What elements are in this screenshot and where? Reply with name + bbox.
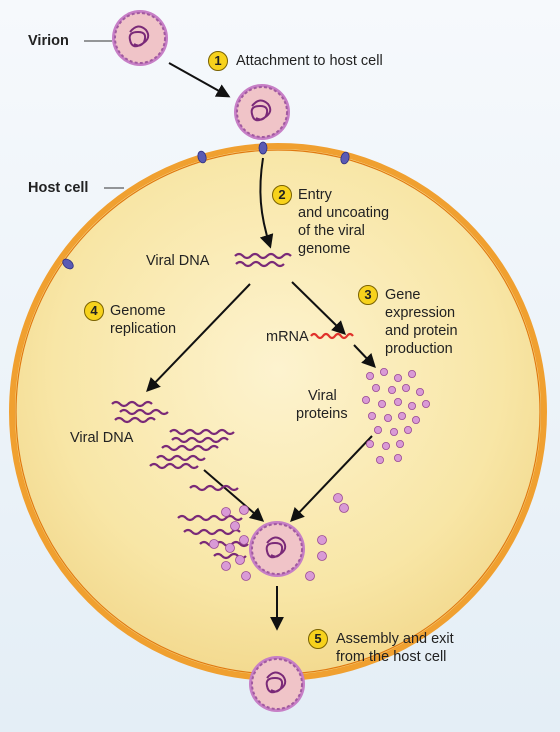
step-2-text-line-3: of the viral (298, 223, 365, 239)
viral-proteins-label-line-2: proteins (296, 406, 348, 422)
step-4-badge: 4 (84, 301, 104, 321)
assembly-proteins (209, 493, 349, 581)
viral-proteins-label-line-1: Viral (308, 388, 337, 404)
virion-label: Virion (28, 33, 69, 49)
receptor (340, 151, 350, 165)
arrow-dna-to-assembly (203, 469, 265, 522)
viral-dna-assembling (183, 528, 241, 536)
viral-dna-copy (114, 416, 156, 424)
viral-dna-copy (171, 436, 229, 444)
viral-dna-copy (156, 454, 206, 462)
viral-proteins-cluster (361, 367, 430, 464)
viral-dna-copy (119, 408, 169, 416)
virion-assembling (249, 521, 305, 577)
step-2-text-line-2: and uncoating (298, 205, 390, 221)
arrow-transcription (291, 281, 346, 335)
viral-dna-assembling (189, 484, 239, 492)
step-3-text-line-3: and protein (385, 323, 458, 339)
receptor (258, 141, 268, 155)
step-2-text-line-1: Entry (298, 187, 332, 203)
arrow-translation (353, 344, 376, 369)
step-1-text: Attachment to host cell (236, 53, 383, 69)
step-3-text-line-4: production (385, 341, 453, 357)
viral-dna-genome (234, 252, 292, 260)
step-2-text-line-4: genome (298, 241, 351, 257)
viral-dna-assembling (177, 514, 243, 522)
viral-dna-label-top: Viral DNA (146, 253, 210, 269)
step-5-badge: 5 (308, 629, 328, 649)
receptor (62, 258, 74, 270)
viral-dna-copy (149, 462, 199, 470)
step-2-badge: 2 (272, 185, 292, 205)
arrow-entry (259, 157, 274, 249)
step-3-text-line-2: expression (385, 305, 456, 321)
pathway-arrows (146, 62, 376, 631)
virion-free (112, 10, 168, 66)
viral-dna-label-bottom: Viral DNA (70, 430, 134, 446)
virion-released (249, 656, 305, 712)
viral-dna-copy (161, 444, 219, 452)
step-4-text-line-2: replication (110, 321, 177, 337)
step-3-text-line-1: Gene (385, 287, 421, 303)
virion-attaching (234, 84, 290, 140)
viral-dna-genome (235, 260, 285, 268)
step-5-text-line-2: from the host cell (336, 649, 447, 665)
viral-dna-copy (169, 428, 235, 436)
viral-dna-assembling (199, 540, 249, 548)
viral-dna-copy (111, 400, 153, 408)
step-5-text-line-1: Assembly and exit (336, 631, 454, 647)
step-1-badge: 1 (208, 51, 228, 71)
arrow-replication (146, 283, 251, 393)
mrna-label: mRNA (266, 329, 309, 345)
step-4-text-line-1: Genome (110, 303, 166, 319)
arrow-proteins-to-assembly (290, 435, 373, 523)
step-3-badge: 3 (358, 285, 378, 305)
host-cell-label: Host cell (28, 180, 89, 196)
mrna-strand (310, 332, 354, 340)
arrow-attach (168, 62, 231, 98)
membrane-receptors (62, 141, 350, 270)
receptor (197, 150, 207, 164)
viral-dna-strands (111, 252, 292, 560)
